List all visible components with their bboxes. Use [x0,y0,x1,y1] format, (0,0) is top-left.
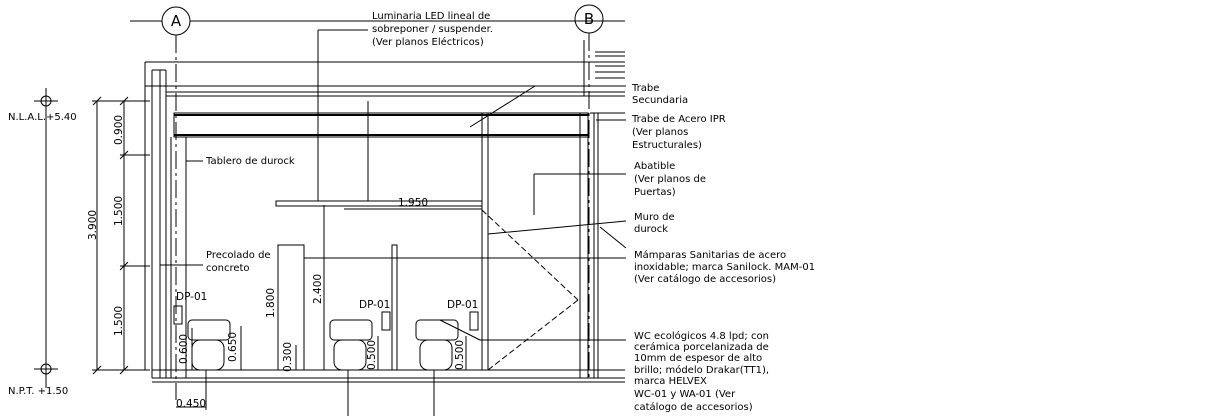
note-luminaria: Luminaria LED lineal de sobreponer / sus… [372,11,496,48]
dim-total-height: 3.900 [87,210,99,240]
dim-span: 1.950 [398,197,428,209]
dim-middle: 1.500 [113,196,125,226]
mampara-panel-1 [277,244,305,371]
grid-label-a: A [171,12,182,30]
door-swing [481,209,579,301]
grid-label-b: B [584,10,594,28]
note-precolado: Precolado de concreto [206,250,274,274]
note-mamparas: Mámparas Sanitarias de acero inoxidable;… [634,249,818,285]
led-luminaire [275,200,483,207]
dim-wc-offset: 0.450 [176,398,206,410]
note-tablero: Tablero de durock [205,156,295,167]
dispenser-3 [469,311,479,331]
dim-mampara-height: 1.800 [265,288,277,318]
dispenser-tag-1: DP-01 [176,291,207,303]
dim-wc-height-1: 0.600 [178,334,190,364]
dispenser-2 [381,311,391,331]
note-trabe-secundaria: Trabe Secundaria [631,83,688,106]
note-abatible: Abatible (Ver planos de Puertas) [634,161,709,198]
steel-beam [173,112,589,138]
leader-trabe [469,85,536,128]
dispenser-1 [173,305,183,325]
dim-wc-height-3: 0.500 [366,340,378,370]
note-muro: Muro de durock [634,212,678,235]
wc-2 [329,319,373,416]
dim-lower: 1.500 [113,306,125,336]
dim-wc-height-4: 0.500 [454,340,466,370]
wc-3 [415,319,459,416]
dim-upper: 0.900 [113,115,125,145]
dim-mampara-clearance: 0.300 [282,342,294,372]
note-trabe-acero: Trabe de Acero IPR (Ver planos Estructur… [631,114,729,151]
level-label-top: N.L.A.L.+5.40 [8,112,77,123]
mampara-panel-2 [391,244,398,371]
dim-wc-height-2: 0.650 [227,332,239,362]
dispenser-tag-2: DP-01 [359,299,390,311]
level-label-bottom: N.P.T. +1.50 [8,386,68,397]
wc-1 [187,319,231,410]
dispenser-tag-3: DP-01 [447,299,478,311]
note-wc: WC ecológicos 4.8 lpd; con cerámica porc… [634,330,772,413]
dim-partition-height: 2.400 [312,274,324,304]
